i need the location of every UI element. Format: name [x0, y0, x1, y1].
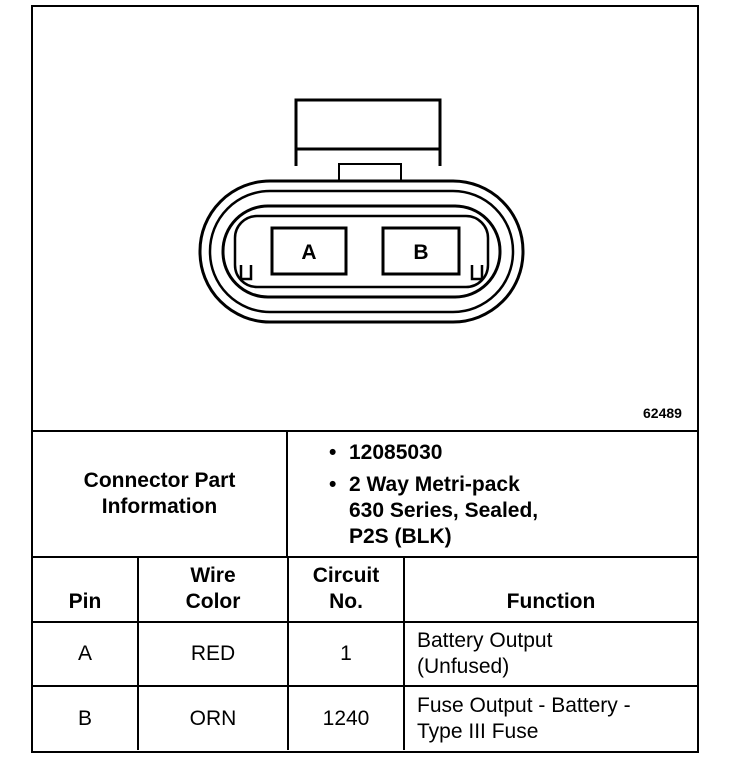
cell-circuit: 1: [288, 622, 405, 687]
part-description: 2 Way Metri-pack 630 Series, Sealed, P2S…: [327, 472, 538, 550]
connector-cavity-wall: [233, 214, 490, 289]
header-function: Function: [404, 558, 697, 623]
cell-function: Battery Output (Unfused): [404, 622, 697, 687]
pin-table: Pin Wire Color Circuit No. Function A RE…: [33, 558, 697, 750]
connector-seal-ring: [208, 189, 515, 314]
part-number: 12085030: [327, 440, 538, 466]
info-label: Connector Part Information: [83, 469, 236, 518]
header-pin: Pin: [33, 558, 139, 623]
figure-id: 62489: [643, 405, 682, 421]
info-label-cell: Connector Part Information: [33, 432, 288, 556]
cell-pin: A: [33, 622, 139, 687]
connector-face-view: A B: [198, 98, 525, 324]
cavity-a-label: A: [301, 241, 316, 264]
key-right: [470, 265, 484, 281]
cell-circuit: 1240: [288, 686, 405, 750]
cell-wire-color: RED: [138, 622, 289, 687]
part-info-list: 12085030 2 Way Metri-pack 630 Series, Se…: [327, 440, 538, 556]
connector-part-info: Connector Part Information 12085030 2 Wa…: [33, 432, 697, 558]
table-row: B ORN 1240 Fuse Output - Battery - Type …: [33, 686, 697, 750]
cavity-b-label: B: [413, 241, 428, 264]
cell-pin: B: [33, 686, 139, 750]
key-left: [239, 265, 253, 281]
connector-drawing: A B 62489: [33, 7, 697, 432]
header-circuit-no: Circuit No.: [288, 558, 405, 623]
connector-outer-shell: [198, 179, 525, 324]
connector-inner-body: [221, 204, 502, 299]
locking-tab-notch: [338, 163, 402, 181]
header-wire-color: Wire Color: [138, 558, 289, 623]
connector-sheet: A B 62489 Connector Part Information 120…: [31, 5, 699, 753]
pin-table-header: Pin Wire Color Circuit No. Function: [33, 558, 697, 623]
cavity-b-outline: [381, 226, 461, 276]
table-row: A RED 1 Battery Output (Unfused): [33, 622, 697, 687]
cell-function: Fuse Output - Battery - Type III Fuse: [417, 693, 631, 743]
cavity-a-outline: [270, 226, 348, 276]
cell-wire-color: ORN: [138, 686, 289, 750]
locking-tab: [294, 98, 442, 166]
